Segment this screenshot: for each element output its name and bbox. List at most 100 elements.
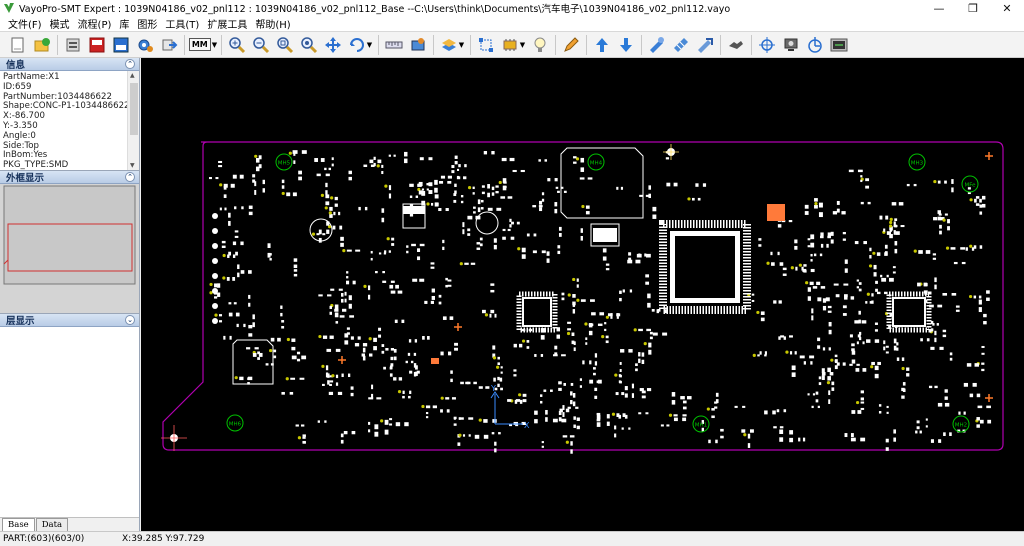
menu-process[interactable]: 流程(P) [77,20,112,31]
outline-panel-header[interactable]: 外框显示 ⌃ [0,171,139,184]
smd-component [458,164,467,168]
connector-outline[interactable] [560,147,644,247]
mounting-hole-label: MH4 [590,161,603,167]
fiducial-button[interactable] [757,35,777,55]
pad [944,213,948,216]
pad [454,190,457,194]
menu-library[interactable]: 库 [119,20,130,31]
origin-button[interactable] [805,35,825,55]
smd-component [453,193,457,203]
smd-component [668,413,687,417]
smd-component [460,195,464,204]
smd-component [502,228,511,232]
menu-help[interactable]: 帮助(H) [255,20,291,31]
pad [883,340,886,345]
smd-component [480,199,484,210]
settings-button[interactable] [135,35,155,55]
pin1-dot [687,197,691,201]
pad [541,192,545,196]
zoom-window-button[interactable] [275,35,295,55]
info-scrollbar[interactable]: ▲ ▼ [127,71,139,170]
collapse-up-icon[interactable]: ⌃ [125,172,135,182]
pad [579,378,583,381]
pan-button[interactable] [323,35,343,55]
qfp-right-ic[interactable] [886,291,932,333]
smd-component [547,178,558,182]
tab-base[interactable]: Base [2,518,35,531]
pencil-button[interactable] [561,35,581,55]
smd-component [540,394,543,404]
menu-mode[interactable]: 模式 [49,20,70,31]
smd-component [513,369,517,377]
move-up-button[interactable] [592,35,612,55]
import-button[interactable] [63,35,83,55]
capacitor-outlines[interactable] [309,211,499,242]
pad [507,228,511,232]
component-button[interactable] [408,35,428,55]
export-button[interactable] [159,35,179,55]
layer-panel-header[interactable]: 层显示 ⌄ [0,314,139,327]
rotate-select[interactable]: ▼ [347,35,373,55]
menu-file[interactable]: 文件(F) [8,20,42,31]
collapse-up-icon[interactable]: ⌃ [125,59,135,69]
zoom-in-button[interactable] [227,35,247,55]
menu-graphics[interactable]: 图形 [137,20,158,31]
menu-extended-tools[interactable]: 扩展工具 [207,20,248,31]
measure-button[interactable] [384,35,404,55]
minimize-button[interactable]: — [933,1,945,15]
select-box-button[interactable] [476,35,496,55]
mounting-hole-label: MH6 [229,422,242,428]
pad [236,323,239,328]
restore-button[interactable]: ❐ [968,1,978,15]
tools-button[interactable] [647,35,667,55]
layer-select[interactable]: ▼ [439,35,465,55]
pad [618,380,621,383]
smd-component [764,410,776,415]
chip-select[interactable]: ▼ [500,35,526,55]
pad [402,390,405,394]
new-file-button[interactable] [8,35,28,55]
pad [641,390,646,394]
bulb-button[interactable] [530,35,550,55]
qfp-main-ic[interactable] [659,220,751,314]
qfp-left-ic[interactable] [516,291,558,333]
menu-tools[interactable]: 工具(T) [165,20,200,31]
screen-capture-button[interactable] [781,35,801,55]
pad [209,177,212,180]
pad [715,392,719,397]
pad [541,441,544,444]
pad [978,299,982,305]
pad [849,363,853,366]
outline-preview[interactable] [0,184,139,314]
scroll-up-icon[interactable]: ▲ [130,72,135,79]
pad [234,206,237,210]
pad [894,241,898,246]
move-down-button[interactable] [616,35,636,55]
cad-bom-button[interactable] [111,35,131,55]
zoom-fit-button[interactable] [299,35,319,55]
expand-down-icon[interactable]: ⌄ [125,315,135,325]
scroll-down-icon[interactable]: ▼ [130,162,135,169]
info-panel-header[interactable]: 信息 ⌃ [0,58,139,71]
pad [930,439,934,443]
refresh-button[interactable] [829,35,849,55]
link-button[interactable] [695,35,715,55]
smd-component [534,410,538,424]
bom-button[interactable] [87,35,107,55]
smd-component [832,211,846,215]
selected-highlight[interactable] [767,204,785,221]
tab-data[interactable]: Data [35,518,69,531]
scrollbar-thumb[interactable] [130,83,138,135]
open-button[interactable] [32,35,52,55]
handshake-button[interactable] [726,35,746,55]
pad [454,342,458,346]
close-button[interactable]: ✕ [1002,1,1012,15]
unit-select[interactable]: MM▼ [188,35,217,55]
zoom-out-button[interactable] [251,35,271,55]
power-module-outline[interactable] [232,203,426,385]
pad [783,336,786,340]
pad [947,226,950,231]
grid-button[interactable] [671,35,691,55]
